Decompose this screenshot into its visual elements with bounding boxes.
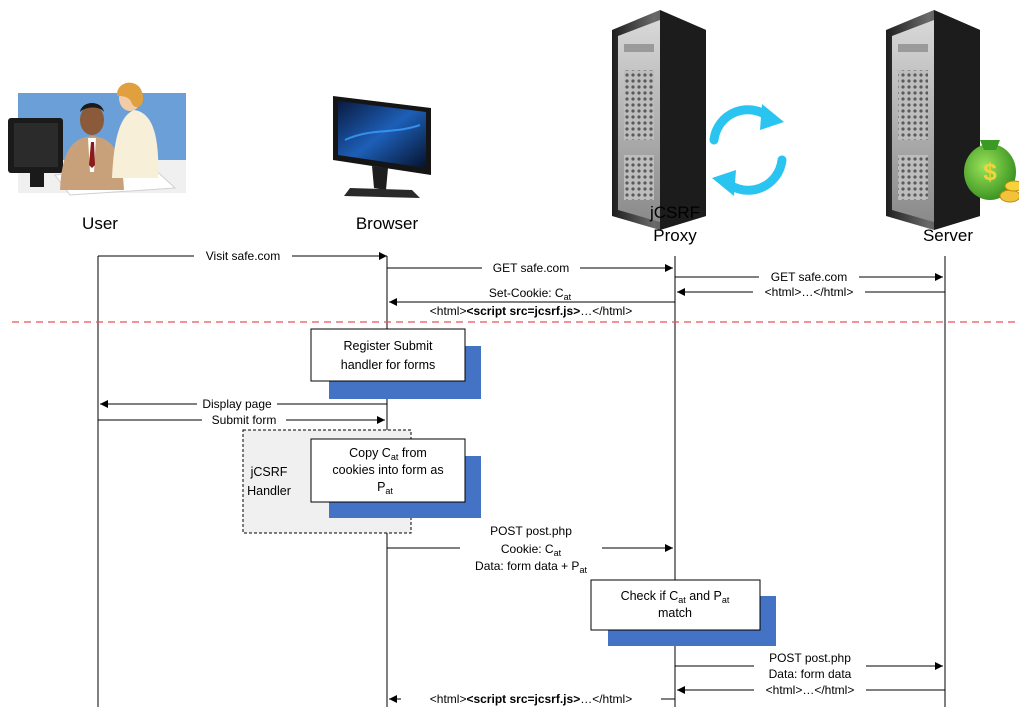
message-get-server-label: GET safe.com — [771, 270, 847, 284]
server-tower-sync-icon — [612, 10, 787, 230]
post-response-label: <html>…</html> — [766, 683, 855, 697]
check-line2: match — [658, 606, 692, 620]
actor-label-proxy-line2: Proxy — [653, 226, 697, 245]
post-server-line1: POST post.php — [769, 651, 851, 665]
handler-label-line2: Handler — [247, 484, 291, 498]
register-line2: handler for forms — [341, 358, 435, 372]
message-get-server: GET safe.com — [675, 270, 943, 284]
post-proxy-line3: Data: form data + Pat — [475, 559, 587, 575]
message-post-proxy: POST post.php Cookie: Cat Data: form dat… — [387, 521, 673, 577]
copy-line1: Copy Cat from — [349, 446, 427, 462]
message-visit-label: Visit safe.com — [206, 249, 280, 263]
handler-label-line1: jCSRF — [250, 465, 288, 479]
final-response-label: <html><script src=jcsrf.js>…</html> — [430, 692, 632, 706]
actor-label-server: Server — [923, 226, 973, 245]
message-display-page-label: Display page — [202, 397, 272, 411]
message-html-response-label: <html>…</html> — [765, 285, 854, 299]
message-html-response: <html>…</html> — [677, 285, 945, 299]
office-workers-icon — [8, 82, 186, 196]
svg-text:$: $ — [983, 159, 997, 186]
register-handler-box: Register Submit handler for forms — [310, 328, 481, 399]
message-post-response: <html>…</html> — [677, 683, 945, 697]
message-set-cookie: Set-Cookie: Cat <html><script src=jcsrf.… — [389, 284, 675, 319]
message-display-page: Display page — [100, 397, 387, 411]
post-proxy-line1: POST post.php — [490, 524, 572, 538]
actor-label-browser: Browser — [356, 214, 419, 233]
message-get-proxy: GET safe.com — [387, 261, 673, 275]
server-tower-money-icon: $ — [886, 10, 1019, 230]
copy-line3: Pat — [377, 480, 393, 496]
set-cookie-label: Set-Cookie: Cat — [489, 286, 572, 302]
script-tag-label: <html><script src=jcsrf.js>…</html> — [430, 304, 632, 318]
copy-line2: cookies into form as — [332, 463, 443, 477]
message-post-server: POST post.php Data: form data — [675, 650, 943, 681]
message-submit-form-label: Submit form — [212, 413, 277, 427]
check-match-box: Check if Cat and Pat match — [590, 579, 776, 646]
message-get-proxy-label: GET safe.com — [493, 261, 569, 275]
actor-label-proxy-line1: jCSRF — [649, 203, 700, 222]
copy-token-box: Copy Cat from cookies into form as Pat — [310, 438, 481, 518]
post-proxy-line2: Cookie: Cat — [501, 542, 562, 558]
post-server-line2: Data: form data — [769, 667, 852, 681]
monitor-icon — [333, 96, 431, 198]
register-line1: Register Submit — [344, 339, 433, 353]
actor-label-user: User — [82, 214, 118, 233]
message-visit: Visit safe.com — [98, 249, 387, 263]
message-submit-form: Submit form — [98, 413, 385, 427]
check-line1: Check if Cat and Pat — [621, 589, 730, 605]
message-final-response: <html><script src=jcsrf.js>…</html> — [389, 692, 675, 707]
